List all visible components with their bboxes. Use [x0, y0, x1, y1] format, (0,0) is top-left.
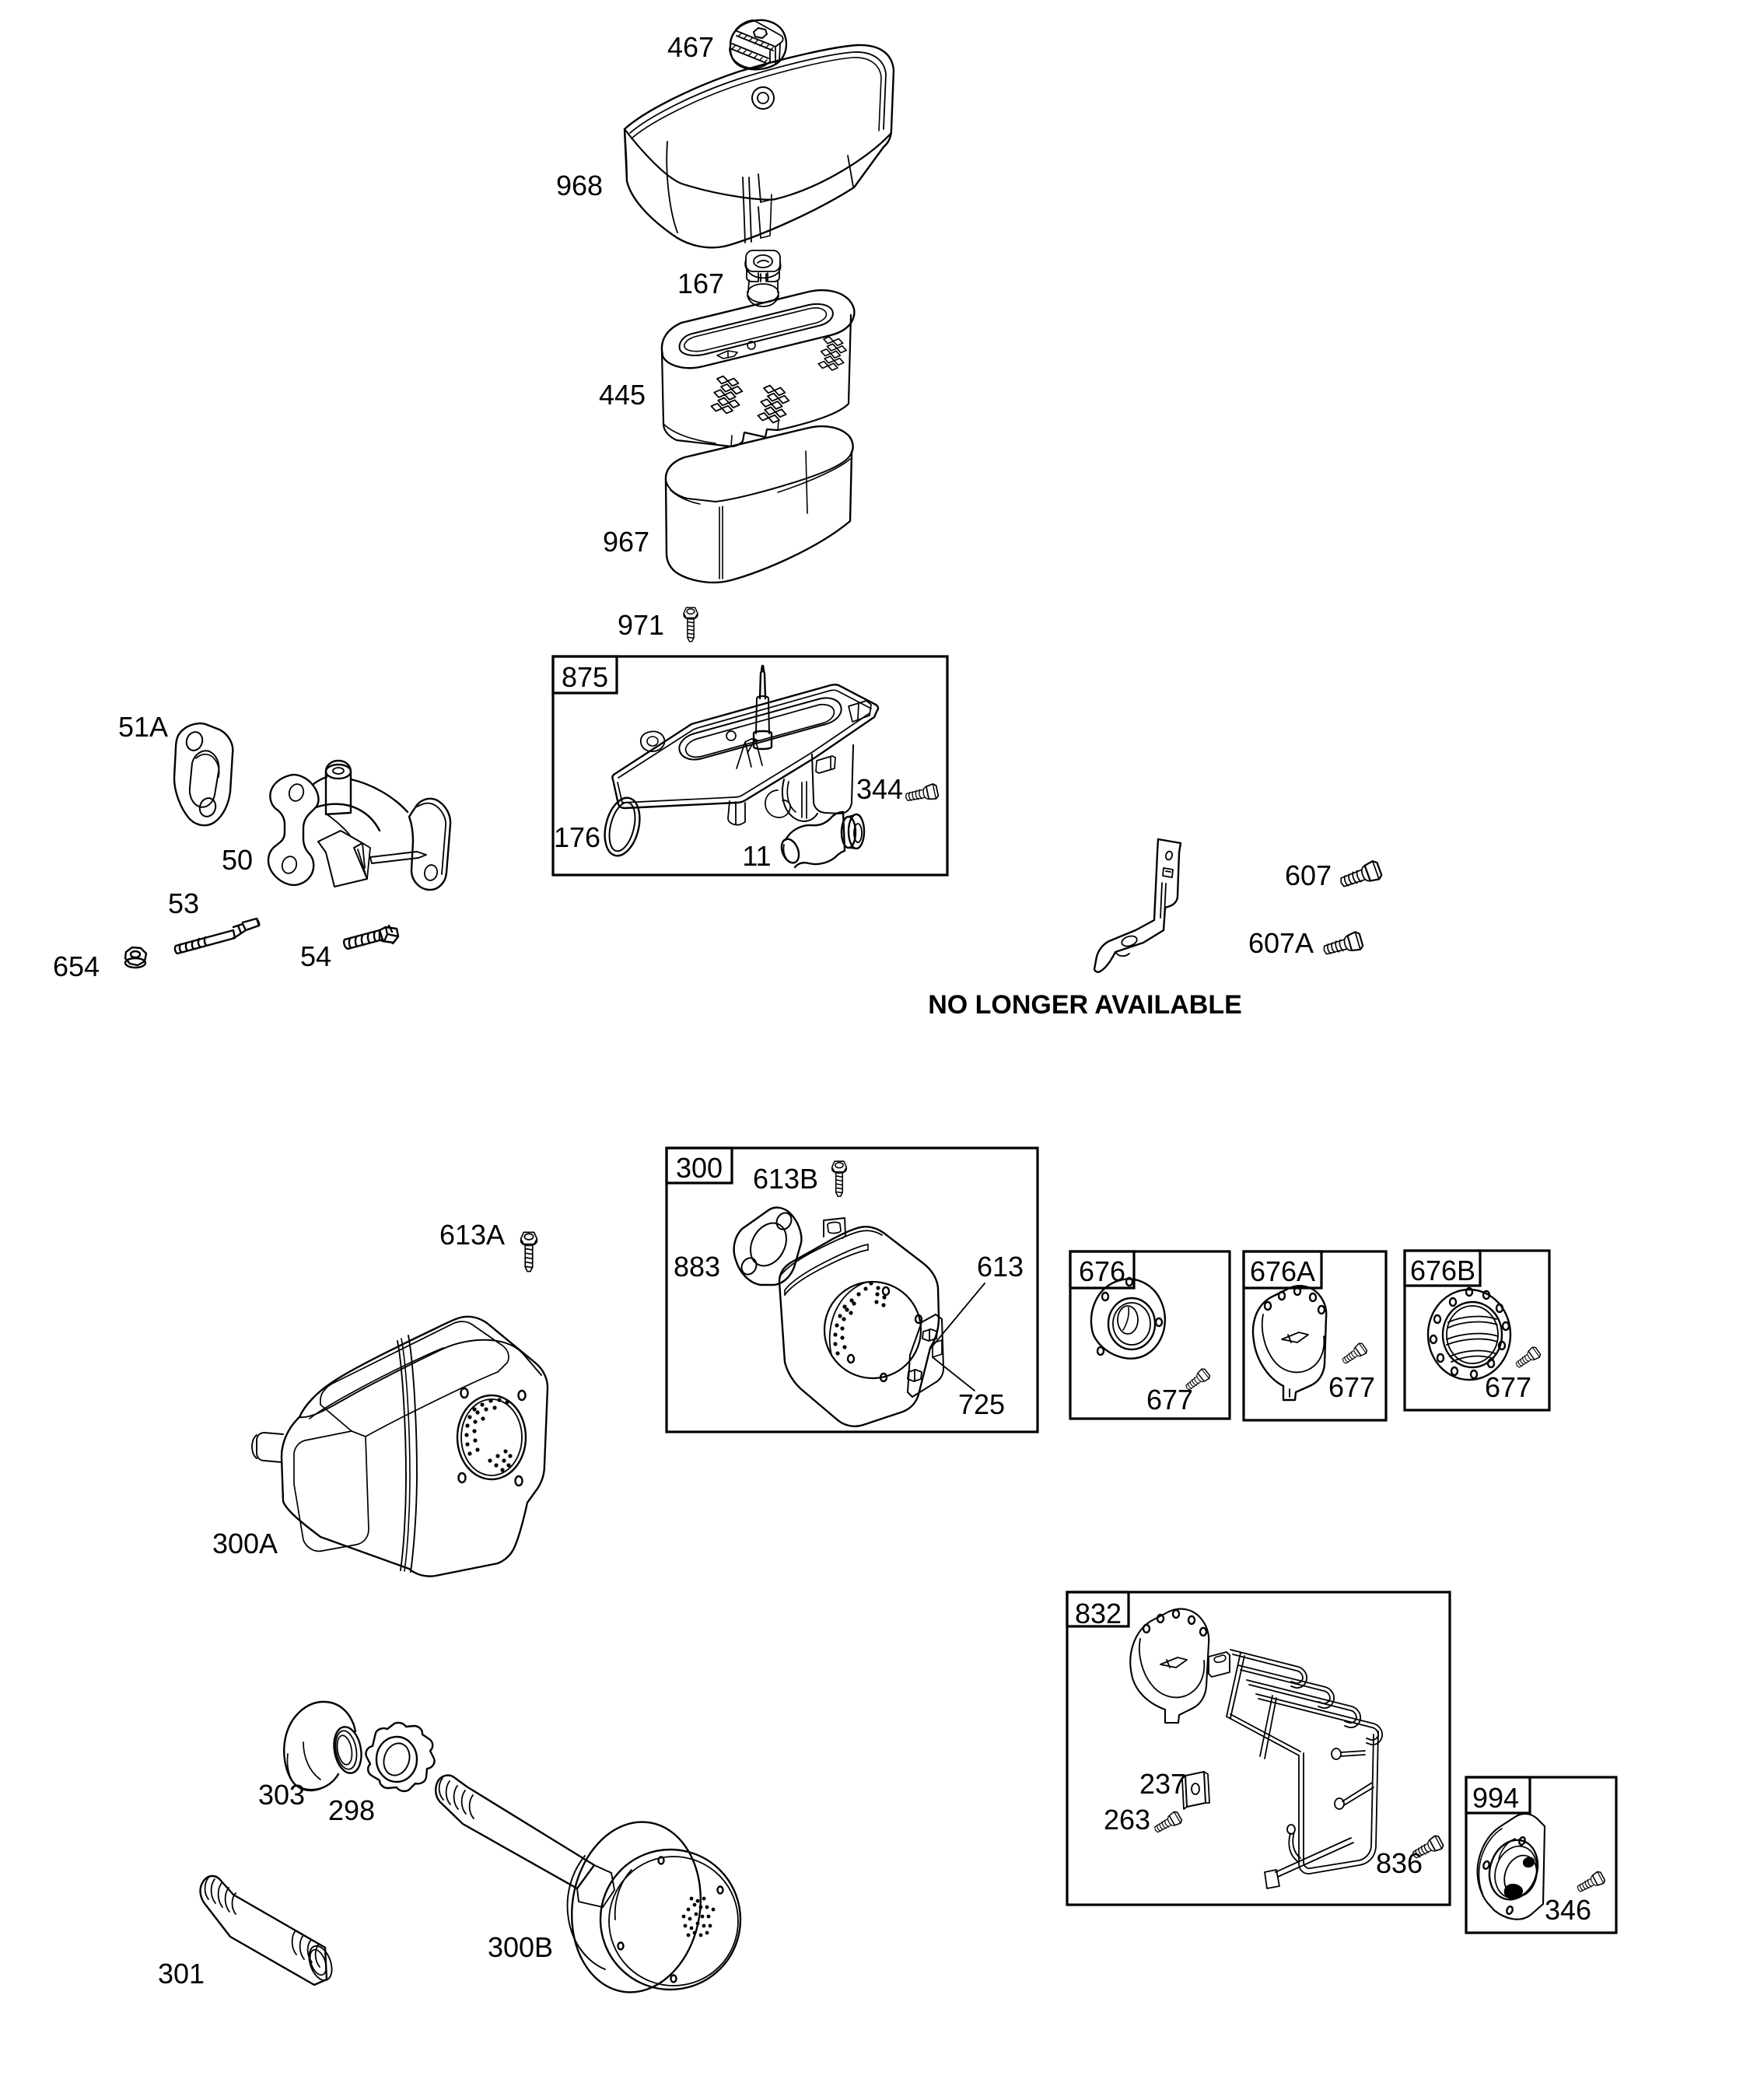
svg-text:54: 54: [300, 940, 331, 972]
svg-text:654: 654: [53, 950, 100, 982]
svg-text:51A: 51A: [118, 711, 168, 743]
svg-text:967: 967: [603, 526, 649, 558]
svg-text:300: 300: [676, 1152, 723, 1184]
svg-text:303: 303: [258, 1779, 305, 1811]
svg-text:53: 53: [168, 887, 199, 919]
svg-text:613A: 613A: [439, 1219, 505, 1251]
svg-text:607: 607: [1285, 859, 1332, 891]
svg-text:725: 725: [958, 1388, 1005, 1420]
svg-text:832: 832: [1075, 1598, 1122, 1629]
svg-text:676: 676: [1079, 1255, 1125, 1287]
svg-text:613B: 613B: [753, 1163, 818, 1195]
svg-text:677: 677: [1328, 1371, 1375, 1403]
svg-text:968: 968: [556, 170, 603, 201]
svg-text:677: 677: [1146, 1384, 1193, 1416]
svg-text:994: 994: [1472, 1782, 1519, 1814]
svg-text:301: 301: [158, 1958, 205, 1990]
svg-text:263: 263: [1104, 1804, 1150, 1836]
svg-text:676A: 676A: [1250, 1255, 1315, 1287]
svg-text:298: 298: [328, 1794, 375, 1826]
svg-text:875: 875: [562, 661, 608, 693]
svg-text:344: 344: [856, 773, 903, 805]
svg-text:677: 677: [1485, 1371, 1531, 1403]
svg-text:467: 467: [667, 31, 714, 63]
svg-text:237: 237: [1139, 1768, 1186, 1800]
svg-text:176: 176: [554, 821, 600, 853]
svg-text:300B: 300B: [488, 1931, 553, 1963]
svg-text:300A: 300A: [212, 1528, 278, 1559]
svg-text:11: 11: [742, 840, 771, 872]
svg-text:167: 167: [677, 268, 724, 299]
svg-text:445: 445: [599, 379, 646, 411]
svg-text:NO LONGER AVAILABLE: NO LONGER AVAILABLE: [928, 990, 1242, 1020]
svg-text:883: 883: [674, 1251, 720, 1283]
svg-text:613: 613: [977, 1251, 1024, 1283]
svg-text:50: 50: [222, 844, 253, 876]
svg-text:676B: 676B: [1410, 1255, 1475, 1286]
svg-text:836: 836: [1376, 1847, 1423, 1879]
svg-text:607A: 607A: [1248, 927, 1314, 959]
svg-text:346: 346: [1545, 1894, 1591, 1926]
svg-text:971: 971: [618, 609, 664, 641]
